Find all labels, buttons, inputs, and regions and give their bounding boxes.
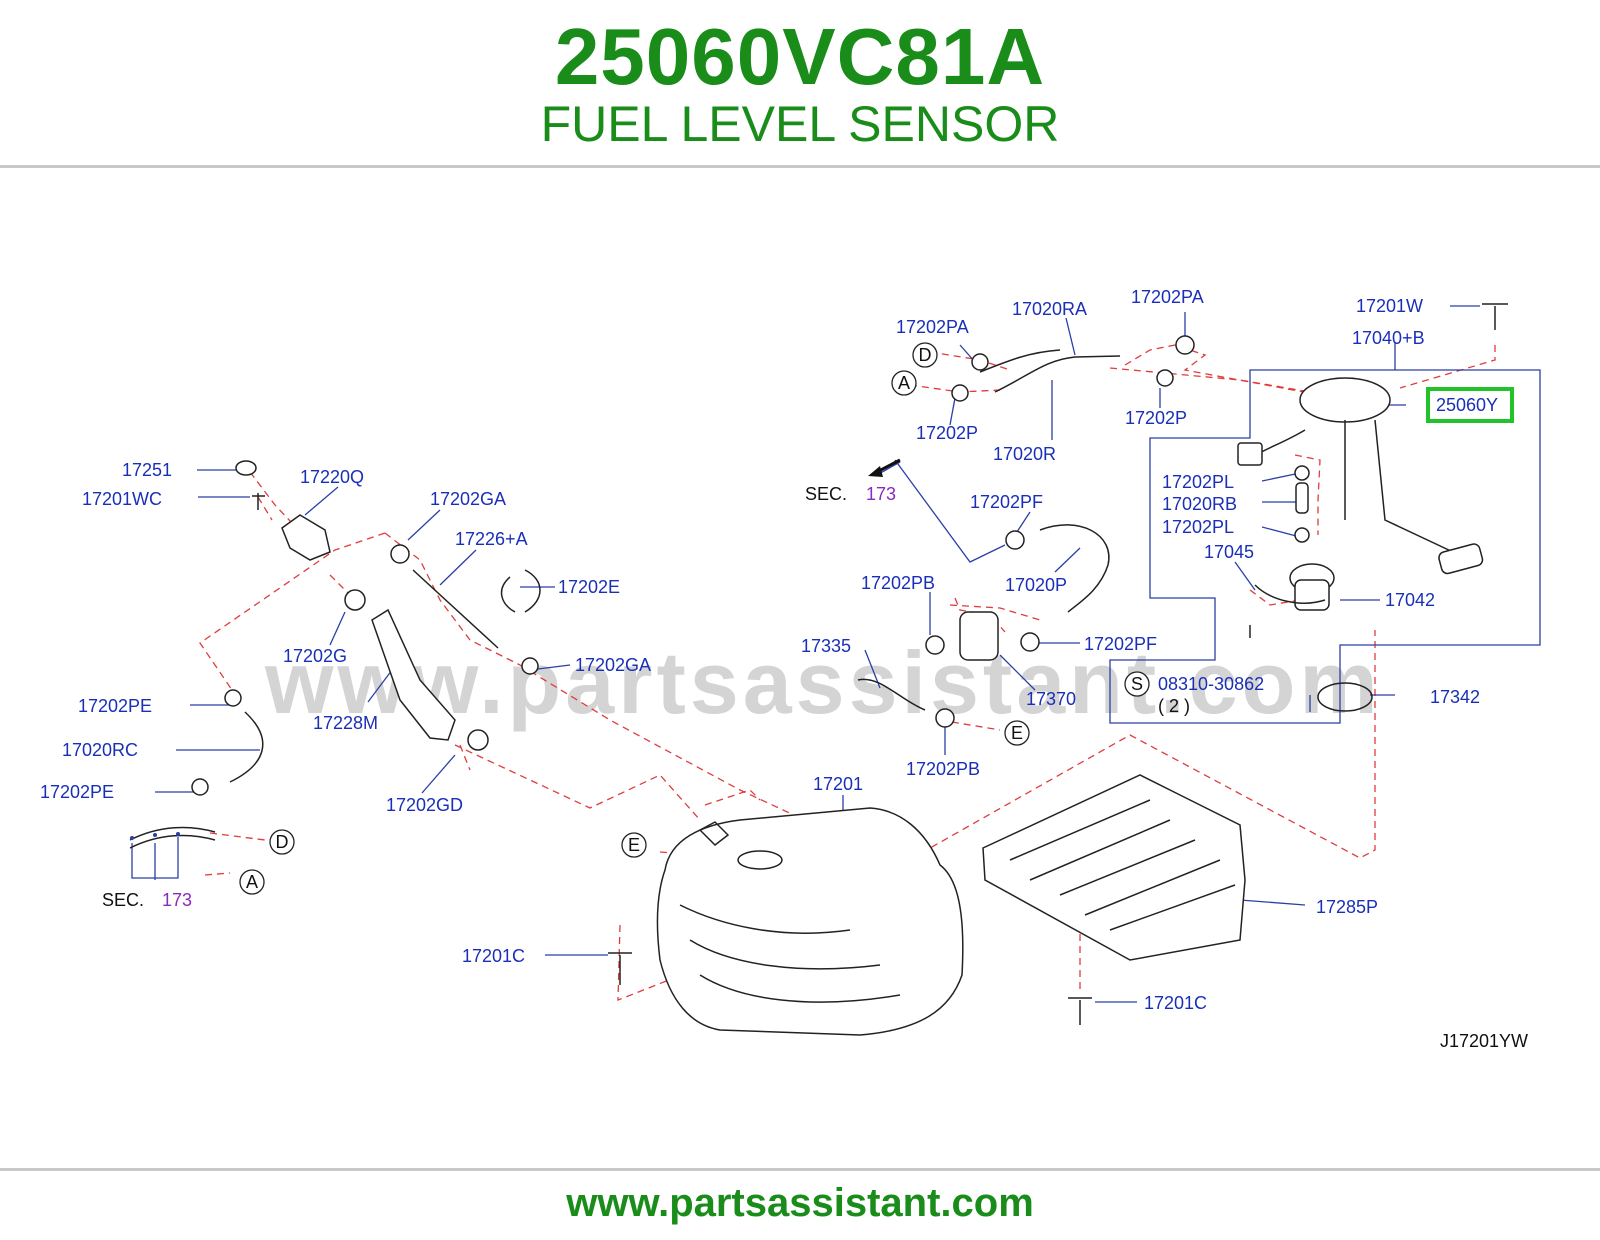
callout-17045: 17045	[1204, 542, 1254, 562]
callout-17020RC: 17020RC	[62, 740, 138, 760]
callout-17020R: 17020R	[993, 444, 1056, 464]
callout-17020P: 17020P	[1005, 575, 1067, 595]
footer-website-link[interactable]: www.partsassistant.com	[566, 1181, 1034, 1225]
marker-d-top: D	[919, 345, 932, 365]
parts-diagram-svg: www.partsassistant.com	[40, 287, 1541, 1051]
marker-e-left: E	[628, 835, 640, 855]
callout-17202PB-bot: 17202PB	[906, 759, 980, 779]
callout-17202PB-top: 17202PB	[861, 573, 935, 593]
callout-17202PE-top: 17202PE	[78, 696, 152, 716]
header-divider	[0, 165, 1600, 168]
callout-17202PA-right: 17202PA	[1131, 287, 1204, 307]
callout-17040B: 17040+B	[1352, 328, 1425, 348]
callout-17202E: 17202E	[558, 577, 620, 597]
callout-17020RB: 17020RB	[1162, 494, 1237, 514]
marker-a-top: A	[898, 373, 910, 393]
part-shapes	[129, 303, 1508, 1036]
callout-17220Q: 17220Q	[300, 467, 364, 487]
callout-17202G: 17202G	[283, 646, 347, 666]
callout-17020RA: 17020RA	[1012, 299, 1087, 319]
callout-17202PE-bot: 17202PE	[40, 782, 114, 802]
callout-08310-30862: 08310-30862	[1158, 674, 1264, 694]
callout-17202PA-left: 17202PA	[896, 317, 969, 337]
reference-markers: D A D A E E S	[239, 342, 1150, 895]
callout-17201W: 17201W	[1356, 296, 1423, 316]
highlight-box-25060Y	[1426, 387, 1514, 423]
marker-e-right: E	[1011, 723, 1023, 743]
callout-25060Y: 25060Y	[1436, 395, 1498, 415]
part-callouts: 17251 17201WC 17220Q 17202GA 17226+A 172…	[40, 287, 1498, 1013]
callout-17226A: 17226+A	[455, 529, 528, 549]
section-arrow-head	[868, 466, 883, 477]
leader-lines	[131, 305, 1541, 1003]
marker-a-left: A	[246, 872, 258, 892]
callout-17201: 17201	[813, 774, 863, 794]
callout-17202PF-bot: 17202PF	[1084, 634, 1157, 654]
callout-17370: 17370	[1026, 689, 1076, 709]
callout-17201WC: 17201WC	[82, 489, 162, 509]
callout-17201C-right: 17201C	[1144, 993, 1207, 1013]
callout-17335: 17335	[801, 636, 851, 656]
callout-17202PF-top: 17202PF	[970, 492, 1043, 512]
part-name-subtitle: FUEL LEVEL SENSOR	[540, 96, 1060, 152]
callout-17201C-left: 17201C	[462, 946, 525, 966]
callout-17285P: 17285P	[1316, 897, 1378, 917]
marker-s: S	[1131, 674, 1143, 694]
callout-17202PL-top: 17202PL	[1162, 472, 1234, 492]
callout-17342: 17342	[1430, 687, 1480, 707]
sec-number-lower: 173	[162, 890, 192, 910]
page-header: 25060VC81A FUEL LEVEL SENSOR	[0, 0, 1600, 168]
callout-17042: 17042	[1385, 590, 1435, 610]
footer-divider	[0, 1168, 1600, 1171]
callout-17251: 17251	[122, 460, 172, 480]
callout-17202GA-top: 17202GA	[430, 489, 506, 509]
callout-quantity: ( 2 )	[1158, 696, 1190, 716]
callout-17202PL-bot: 17202PL	[1162, 517, 1234, 537]
part-number-title: 25060VC81A	[554, 12, 1046, 101]
drawing-code: J17201YW	[1440, 1031, 1528, 1051]
callout-17202GD: 17202GD	[386, 795, 463, 815]
callout-17202P-left: 17202P	[916, 423, 978, 443]
callout-17228M: 17228M	[313, 713, 378, 733]
marker-d-left: D	[276, 832, 289, 852]
sec-label-upper: SEC.	[805, 484, 847, 504]
parts-diagram: www.partsassistant.com	[0, 171, 1600, 1168]
callout-17202GA-mid: 17202GA	[575, 655, 651, 675]
sec-number-upper: 173	[866, 484, 896, 504]
callout-17202P-right: 17202P	[1125, 408, 1187, 428]
sec-label-lower: SEC.	[102, 890, 144, 910]
